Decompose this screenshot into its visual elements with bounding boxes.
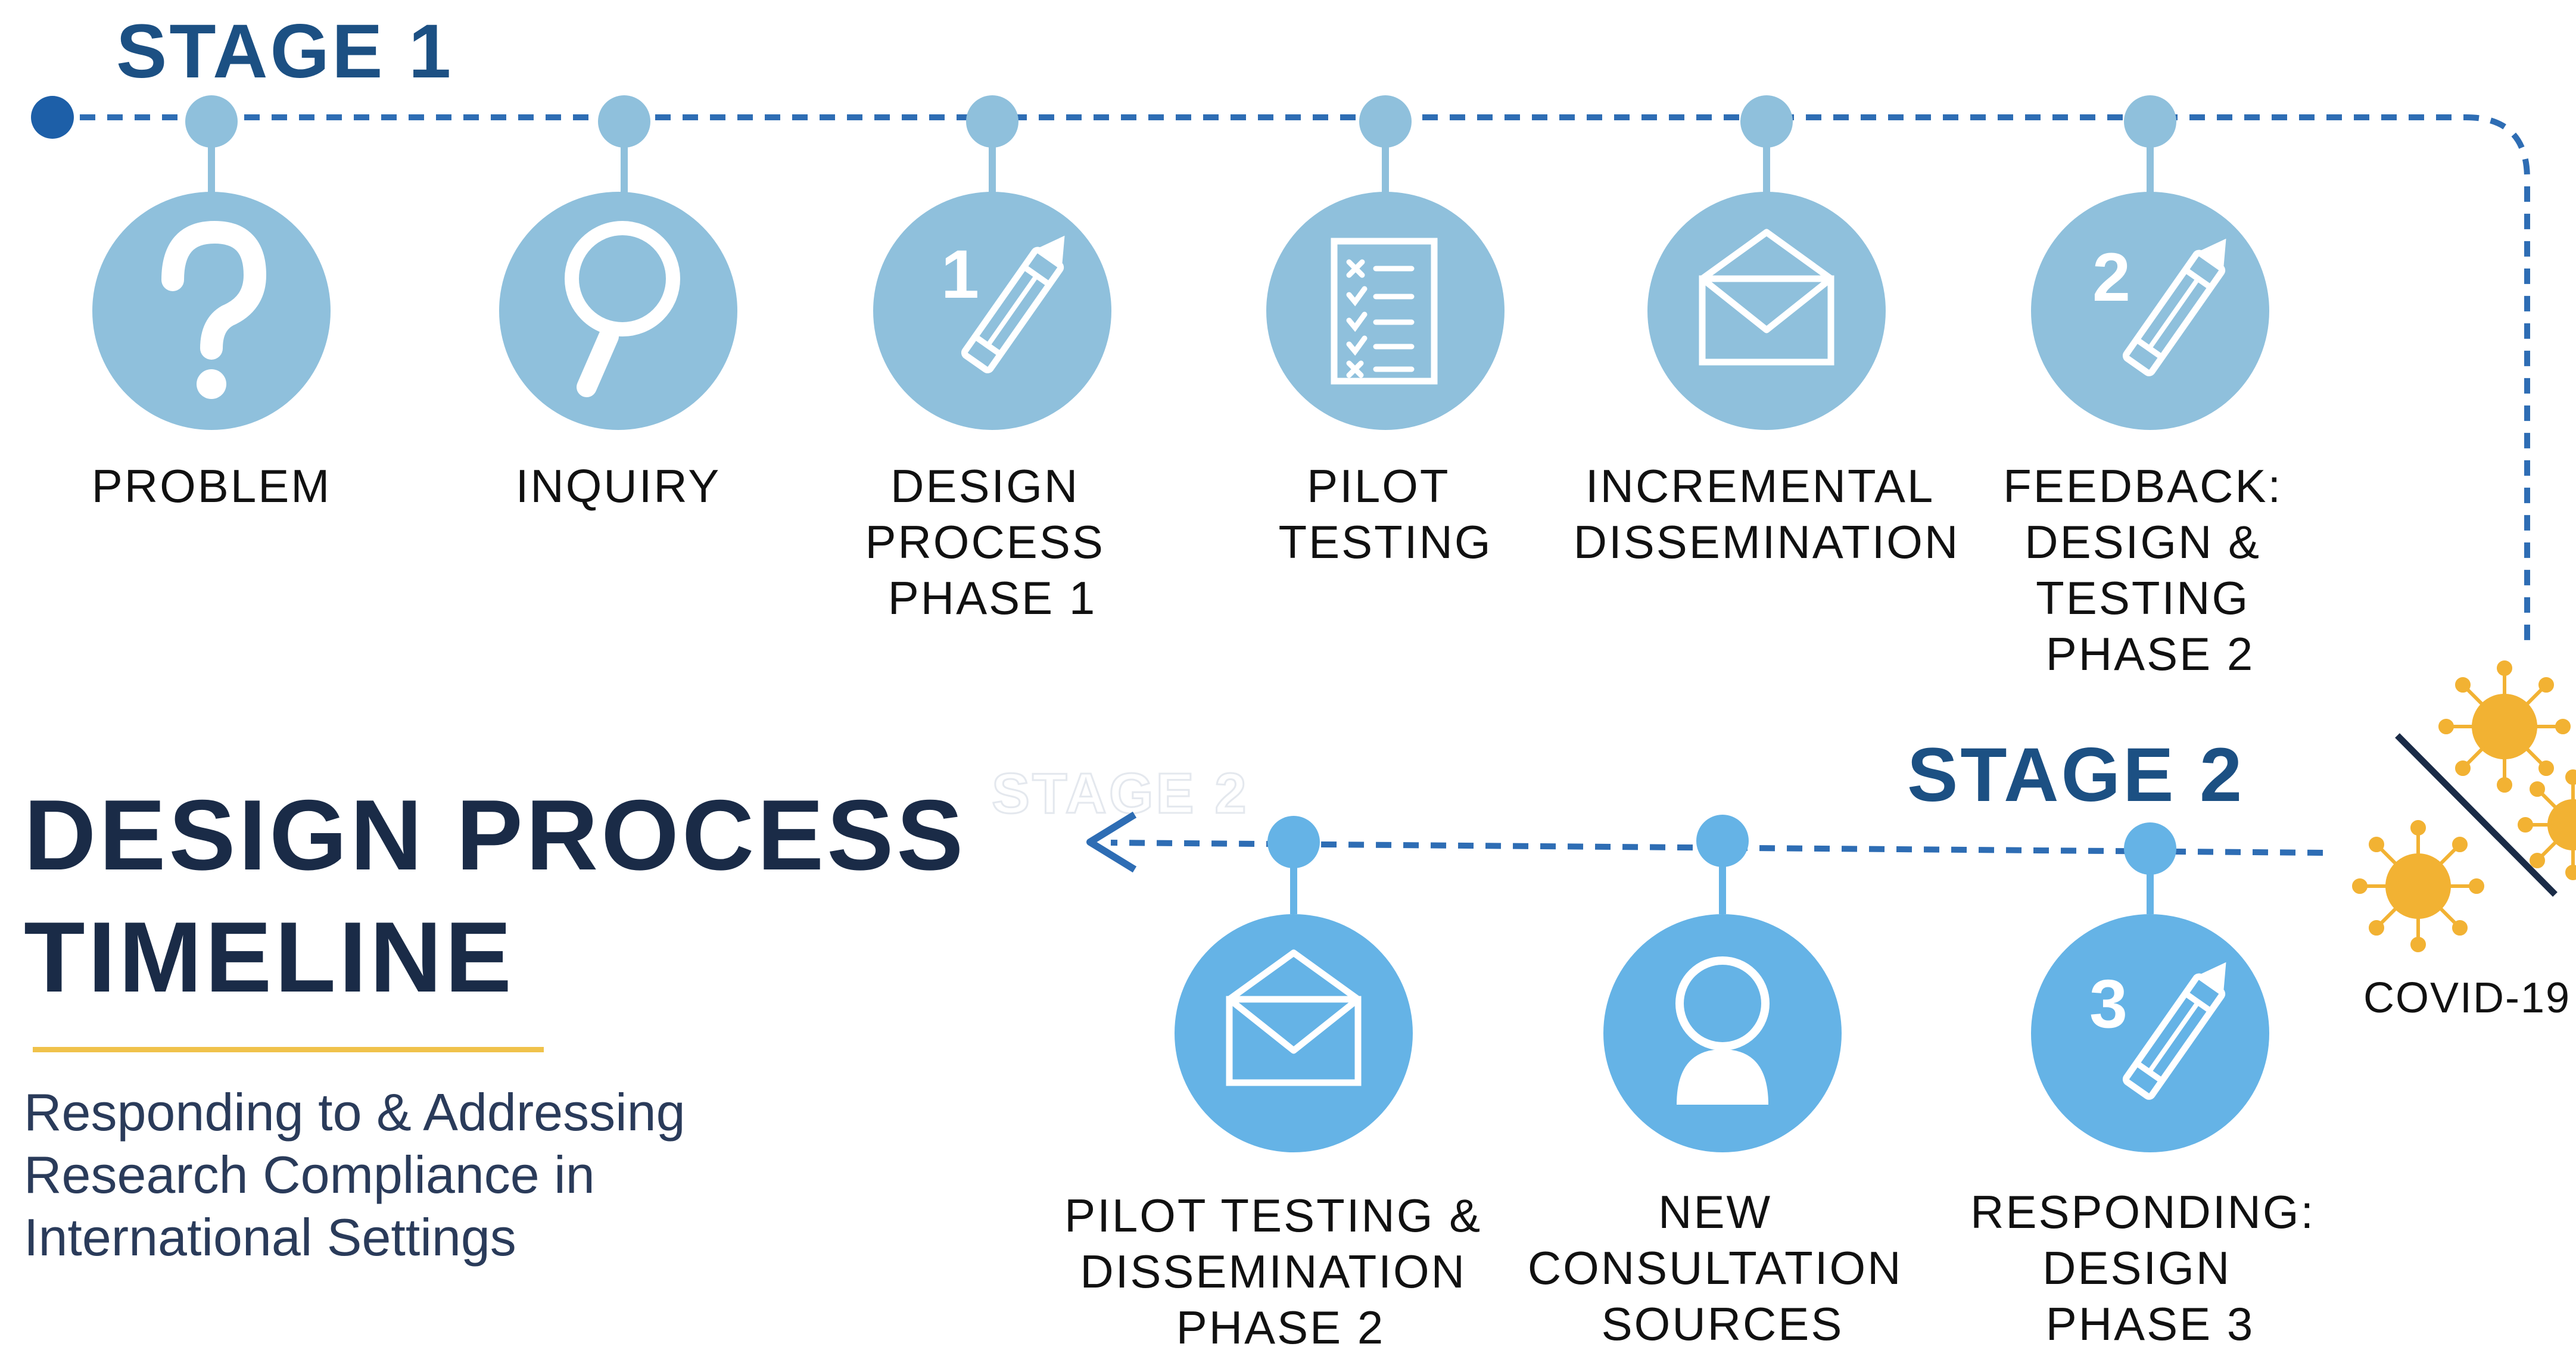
step-label: INQUIRY	[516, 460, 721, 512]
step-label: FEEDBACK:	[2003, 460, 2282, 512]
subtitle-line: Responding to & Addressing	[24, 1083, 686, 1142]
step-circle	[1266, 192, 1505, 430]
stage-2-faded-label: STAGE 2	[992, 762, 1249, 825]
step-label: TESTING	[2036, 572, 2250, 624]
svg-text:FEEDBACK: DESIGN &: FEEDBACK: DESIGN & TESTING PHASE 2	[2003, 460, 2297, 680]
step-circle	[1603, 914, 1842, 1152]
step-label: TESTING	[1278, 516, 1492, 568]
stage-1-step-design-process-phase-1: 1 DESIGN PROCESS PHASE 1	[865, 95, 1119, 624]
svg-text:PILOT TESTING: PILOT TESTING	[1278, 460, 1492, 568]
step-label: DESIGN	[890, 460, 1079, 512]
stage-1-step-pilot-testing: PILOT TESTING	[1266, 95, 1505, 568]
step-label: PROCESS	[865, 516, 1104, 568]
svg-text:INQUIRY: INQUIRY	[516, 460, 721, 512]
svg-text:DESIGN PROCESS PHA: DESIGN PROCESS PHASE 1	[865, 460, 1119, 624]
stage-2-step-responding-design-phase-3: 3 RESPONDING: DESIGN PHASE 3	[1970, 822, 2330, 1350]
stage-2-label: STAGE 2	[1907, 732, 2244, 818]
interruption-slash	[2395, 733, 2558, 897]
stage-2-step-pilot-testing-dissemination: PILOT TESTING & DISSEMINATION PHASE 2	[1064, 816, 1497, 1354]
step-label: CONSULTATION	[1528, 1242, 1903, 1294]
step-circle	[1175, 914, 1413, 1152]
step-label: DESIGN &	[2024, 516, 2261, 568]
step-label: PILOT TESTING &	[1064, 1189, 1482, 1242]
person-icon	[1675, 956, 1770, 1105]
step-label: DISSEMINATION	[1574, 516, 1960, 568]
page-subtitle: Responding to & Addressing Research Comp…	[24, 1081, 686, 1268]
stage-1-timeline-line	[52, 114, 2530, 649]
phase-number: 2	[2092, 239, 2130, 316]
step-label: PILOT	[1307, 460, 1449, 512]
magnifying-glass-icon	[565, 221, 680, 397]
svg-text:PROBLEM: PROBLEM	[92, 460, 331, 512]
step-label: SOURCES	[1602, 1298, 1844, 1350]
step-circle	[92, 192, 331, 430]
svg-text:NEW CONSULTATION S: NEW CONSULTATION SOURCES	[1528, 1186, 1917, 1350]
subtitle-line: Research Compliance in	[24, 1145, 595, 1204]
stage-1-label: STAGE 1	[116, 9, 453, 94]
phase-number: 1	[941, 236, 979, 313]
subtitle-line: International Settings	[24, 1208, 516, 1267]
step-circle	[2031, 914, 2269, 1152]
step-label: PHASE 1	[888, 572, 1097, 624]
stage-1-step-inquiry: INQUIRY	[499, 95, 737, 512]
svg-text:PILOT TESTING & DISSEMIN: PILOT TESTING & DISSEMINATION PHASE 2	[1064, 1189, 1497, 1354]
title-line: TIMELINE	[24, 901, 515, 1013]
phase-number: 3	[2089, 966, 2128, 1042]
step-label: INCREMENTAL	[1586, 460, 1933, 512]
step-circle	[499, 192, 737, 430]
question-mark-icon	[161, 220, 267, 399]
stage-1-step-incremental-dissemination: INCREMENTAL DISSEMINATION	[1574, 95, 1960, 568]
covid-interruption: COVID-19	[2352, 660, 2576, 1022]
title-underline	[33, 1047, 544, 1052]
step-label: PROBLEM	[92, 460, 331, 512]
step-label: NEW	[1658, 1186, 1772, 1238]
timeline-start-dot	[31, 96, 74, 139]
svg-text:RESPONDING: DESIGN: RESPONDING: DESIGN PHASE 3	[1970, 1186, 2330, 1350]
step-label: PHASE 3	[2046, 1298, 2254, 1350]
stage-2-step-new-consultation-sources: NEW CONSULTATION SOURCES	[1528, 815, 1917, 1350]
stage-1-step-problem: PROBLEM	[92, 95, 331, 512]
step-circle	[1647, 192, 1886, 430]
step-label: DISSEMINATION	[1080, 1245, 1466, 1298]
timeline-arrowhead	[1086, 811, 1137, 873]
title-line: DESIGN PROCESS	[24, 779, 967, 891]
svg-text:INCREMENTAL DISSEMINATIO: INCREMENTAL DISSEMINATION	[1574, 460, 1960, 568]
step-label: RESPONDING:	[1970, 1186, 2315, 1238]
step-label: DESIGN	[2042, 1242, 2231, 1294]
step-label: PHASE 2	[2046, 628, 2254, 680]
checklist-icon	[1331, 238, 1438, 385]
covid-label: COVID-19	[2363, 974, 2571, 1022]
stage-1-step-feedback: 2 FEEDBACK: DESIGN & TESTING PHASE 2	[2003, 95, 2297, 680]
step-circle	[2031, 192, 2269, 430]
virus-icon	[2352, 660, 2576, 952]
page-title: DESIGN PROCESS TIMELINE	[24, 774, 966, 1018]
step-label: PHASE 2	[1176, 1301, 1385, 1354]
